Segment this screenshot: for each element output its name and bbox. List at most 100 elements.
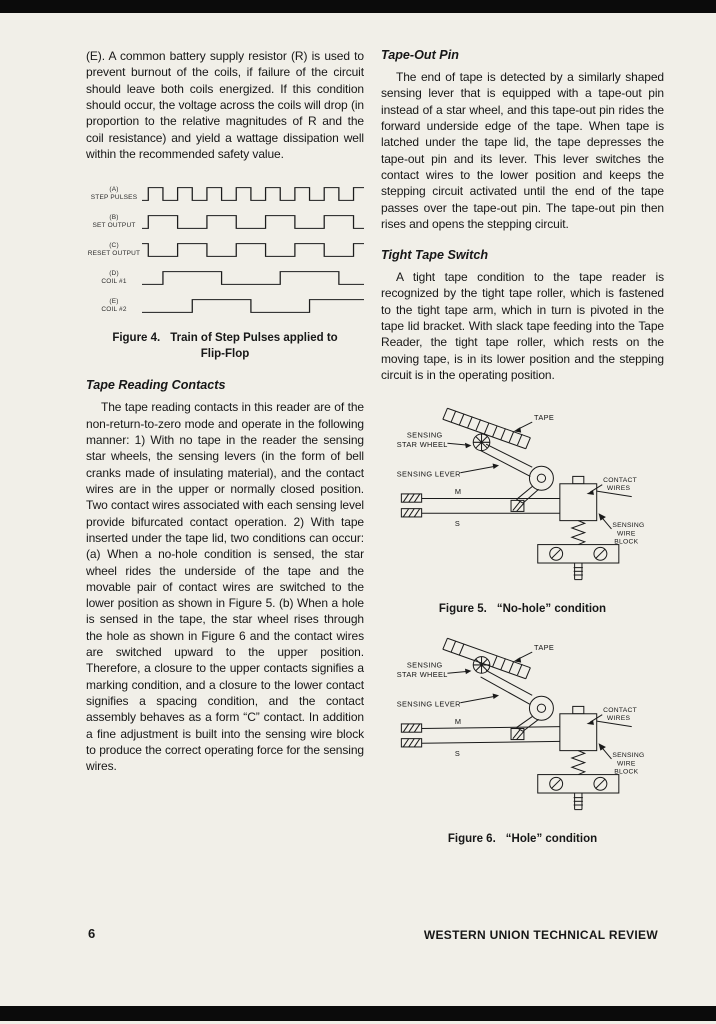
insulator-pad [510,500,524,513]
waveform-name: COIL #1 [101,278,127,286]
figure-6-mechanism-drawing: SENSING STAR WHEEL TAPE SENSING LEVER M … [396,637,644,811]
paragraph-battery-resistor: (E). A common battery supply resistor (R… [86,49,364,161]
figure-4-title: Train of Step Pulses applied to Flip-Flo… [170,332,338,361]
figure-6-title: “Hole” condition [505,832,598,845]
adjustment-bar [536,774,619,811]
figure-6: SENSING STAR WHEEL TAPE SENSING LEVER M … [394,629,652,847]
waveform-row-reset-output: (C) RESET OUTPUT [86,236,364,264]
waveform-id: (E) [109,297,119,305]
paragraph-tight-tape-switch: A tight tape condition to the tape reade… [381,270,664,382]
leader-arrow [492,463,499,470]
label-block-sensing: SENSING [612,752,644,759]
sensing-wire-block-shape [558,476,597,522]
leader-arrow [513,657,521,663]
label-s: S [454,519,459,528]
figure-5: SENSING STAR WHEEL TAPE SENSING LEVER M … [394,399,652,617]
spring [569,750,586,776]
waveform-trace-set-output [142,215,364,230]
page-number: 6 [88,926,96,941]
label-m: M [454,487,461,496]
figure-4-waveform-diagram: (A) STEP PULSES (B) SET OUTPUT [86,180,364,362]
spring [569,520,586,546]
leader-arrow [464,668,471,675]
leader-arrow [586,720,594,725]
label-sensing-lever: SENSING LEVER [396,699,460,708]
label-block-block: BLOCK [614,769,638,776]
figure-5-mechanism-drawing: SENSING STAR WHEEL TAPE SENSING LEVER M … [396,408,644,581]
sensing-wire-block-shape [558,705,597,752]
figure-5-number: Figure 5. [438,602,487,615]
paragraph-tape-out-pin: The end of tape is detected by a similar… [381,70,664,231]
leader-arrow [598,513,606,521]
figure-labels: SENSING STAR WHEEL TAPE SENSING LEVER M … [396,414,644,546]
figure-6-number: Figure 6. [447,832,496,845]
tape-band [441,408,531,450]
scan-edge-top [0,0,716,13]
waveform-name: RESET OUTPUT [87,250,141,258]
sensing-lever-arm [479,444,554,504]
leader-arrow [492,693,499,700]
label-tape: TAPE [534,643,554,652]
label-block-block: BLOCK [614,539,638,546]
label-m: M [454,717,461,726]
right-column: Tape-Out Pin The end of tape is detected… [381,48,664,847]
label-block-sensing: SENSING [612,522,644,529]
waveform-trace-reset-output [142,243,364,258]
figure-5-caption: Figure 5. “No-hole” condition [394,601,652,617]
waveform-row-coil-1: (D) COIL #1 [86,264,364,292]
sensing-star-wheel [472,656,490,674]
adjustment-bar [536,544,619,581]
waveform-row-step-pulses: (A) STEP PULSES [86,180,364,208]
label-wires: WIRES [606,486,630,493]
label-star-wheel: STAR WHEEL [396,670,447,679]
waveform-id: (A) [109,185,119,193]
waveform-name: STEP PULSES [90,194,138,202]
figure-6-caption: Figure 6. “Hole” condition [394,831,652,847]
page-content: (E). A common battery supply resistor (R… [86,48,664,847]
label-wires: WIRES [606,715,630,722]
heading-tape-reading-contacts: Tape Reading Contacts [86,378,226,393]
waveform-label-block: (D) COIL #1 [86,270,142,287]
contact-wires-lines [400,720,632,748]
waveform-label-block: (A) STEP PULSES [86,186,142,203]
label-sensing: SENSING [406,661,442,670]
leader-arrow [586,490,594,496]
scan-edge-bottom [0,1006,716,1021]
heading-tight-tape-switch: Tight Tape Switch [381,248,489,263]
waveform-id: (C) [109,241,119,249]
leader-arrow [464,443,471,449]
heading-tape-out-pin: Tape-Out Pin [381,48,459,62]
waveform-label-block: (E) COIL #2 [86,298,142,315]
waveform-trace-step-pulses [142,187,364,202]
label-block-wire: WIRE [616,531,635,538]
waveform-trace-coil-2 [142,299,364,314]
figure-4-caption: Figure 4. Train of Step Pulses applied to… [107,330,343,362]
waveform-name: COIL #2 [101,306,127,314]
sensing-star-wheel [472,433,490,452]
waveform-label-block: (C) RESET OUTPUT [86,242,142,259]
figure-4-number: Figure 4. [112,332,161,345]
waveform-row-coil-2: (E) COIL #2 [86,292,364,320]
tape-band [441,637,531,680]
waveform-row-set-output: (B) SET OUTPUT [86,208,364,236]
insulator-pad [510,728,524,741]
figure-labels: SENSING STAR WHEEL TAPE SENSING LEVER M … [396,643,644,775]
label-contact: CONTACT [603,707,637,714]
label-star-wheel: STAR WHEEL [396,440,447,449]
label-sensing-lever: SENSING LEVER [396,470,460,479]
paragraph-tape-reading-contacts: The tape reading contacts in this reader… [86,400,364,774]
leader-arrow [513,427,521,433]
label-sensing: SENSING [406,431,442,440]
waveform-label-block: (B) SET OUTPUT [86,214,142,231]
left-column: (E). A common battery supply resistor (R… [86,48,364,847]
waveform-trace-coil-1 [142,271,364,286]
label-s: S [454,749,459,758]
leader-arrow [598,743,606,751]
figure-5-title: “No-hole” condition [496,602,607,615]
label-contact: CONTACT [603,477,637,484]
contact-wires-lines [400,490,632,518]
sensing-lever-arm [479,670,554,732]
journal-footer: WESTERN UNION TECHNICAL REVIEW [423,928,658,942]
label-block-wire: WIRE [616,760,635,767]
